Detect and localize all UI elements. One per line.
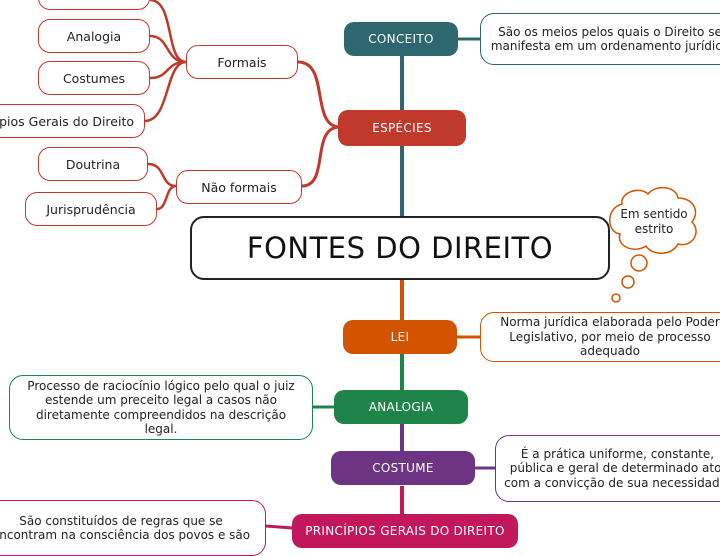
link-naoformais-doutrina [147, 162, 177, 188]
note-analogia: Processo de raciocínio lógico pelo qual … [9, 375, 313, 440]
note-conceito: São os meios pelos quais o Direito se ma… [480, 13, 720, 65]
connector-lines [144, 0, 697, 530]
branch-lei[interactable]: LEI [343, 320, 457, 354]
branch-costume[interactable]: COSTUME [331, 451, 475, 485]
formais-item-principios[interactable]: Princípios Gerais do Direito [0, 104, 145, 138]
branch-analogia[interactable]: ANALOGIA [334, 390, 468, 424]
link-formais-analogia [149, 34, 187, 64]
link-especies-formais [297, 60, 341, 129]
note-costume: É a prática uniforme, constante, pública… [495, 435, 720, 502]
thought-cloud-shape [609, 186, 697, 254]
central-topic[interactable]: FONTES DO DIREITO [190, 216, 610, 280]
especies-nao-formais[interactable]: Não formais [176, 170, 302, 204]
thought-bubble-large [630, 254, 648, 272]
branch-especies[interactable]: ESPÉCIES [338, 110, 466, 146]
note-principios: São constituídos de regras que se encont… [0, 500, 266, 556]
note-lei: Norma jurídica elaborada pelo Poder Legi… [480, 312, 720, 362]
link-naoformais-jurisprudencia [156, 184, 177, 211]
formais-item-costumes[interactable]: Costumes [38, 61, 150, 95]
link-principios-note [265, 524, 293, 530]
formais-item-analogia[interactable]: Analogia [38, 19, 150, 53]
naoformais-item-jurisprudencia[interactable]: Jurisprudência [25, 192, 157, 226]
naoformais-item-doutrina[interactable]: Doutrina [38, 147, 148, 181]
especies-formais[interactable]: Formais [186, 45, 298, 79]
link-formais-principios [144, 60, 187, 123]
formais-item-principios-label: Princípios Gerais do Direito [0, 113, 134, 129]
formais-item-top[interactable] [38, 0, 150, 10]
link-formais-top [149, 0, 187, 64]
branch-conceito[interactable]: CONCEITO [344, 22, 458, 56]
thought-cloud-text: Em sentido estrito [620, 207, 688, 236]
thought-bubble-medium [621, 275, 635, 289]
link-especies-naoformais [301, 125, 341, 188]
thought-bubble-small [611, 293, 621, 303]
branch-principios[interactable]: PRINCÍPIOS GERAIS DO DIREITO [292, 514, 518, 548]
